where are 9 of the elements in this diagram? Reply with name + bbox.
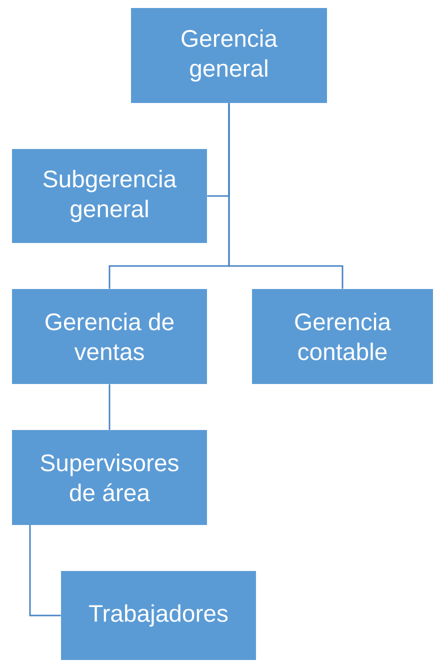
org-box: Supervisores de área <box>12 430 207 525</box>
org-box: Gerencia contable <box>252 289 433 384</box>
connector-line <box>108 384 110 430</box>
connector-line <box>29 525 61 616</box>
org-box: Gerencia de ventas <box>12 289 207 384</box>
connector-line <box>228 103 344 289</box>
org-box: Trabajadores <box>61 571 256 660</box>
org-box: Subgerencia general <box>12 149 207 243</box>
org-box: Gerencia general <box>131 8 327 103</box>
